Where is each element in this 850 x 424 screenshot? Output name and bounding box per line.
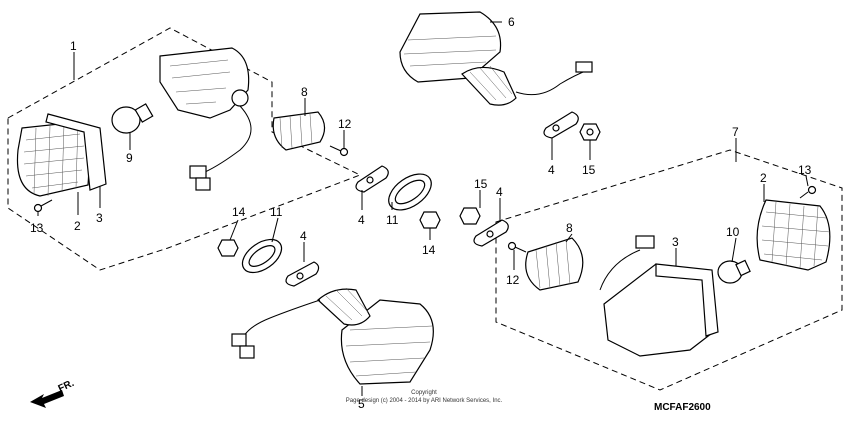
callout-4-center: 4 [358, 213, 365, 227]
assembly-1-boundary [7, 27, 362, 271]
plate-part-4-lower[interactable] [285, 261, 320, 287]
callout-11-center: 11 [386, 213, 399, 227]
callout-3-left: 3 [96, 211, 103, 225]
rubber-cover-part-8[interactable] [272, 111, 326, 151]
lens-part-2-left[interactable] [16, 121, 90, 197]
callout-2-right: 2 [760, 171, 767, 185]
screw-part-12-right[interactable] [507, 241, 527, 253]
housing-part-1[interactable] [159, 47, 252, 191]
housing-part-3-right[interactable] [599, 235, 719, 357]
callout-8: 8 [301, 85, 308, 99]
assembly-7-boundary [495, 149, 843, 391]
nut-part-14-center[interactable] [419, 211, 441, 229]
diagram-code: MCFAF2600 [654, 402, 711, 413]
callout-4-mid: 4 [496, 185, 503, 199]
callout-5: 5 [358, 397, 365, 411]
screw-part-13-right[interactable] [799, 185, 817, 199]
callout-4-lower: 4 [300, 229, 307, 243]
callout-3-right: 3 [672, 235, 679, 249]
copyright-line-1: Copyright [411, 390, 437, 396]
front-direction-arrow-icon [30, 390, 64, 408]
leader-lines [37, 21, 809, 396]
callout-14-center: 14 [422, 243, 436, 257]
nut-part-15-upper[interactable] [579, 123, 601, 141]
screw-part-13-left[interactable] [33, 199, 53, 213]
turn-signal-part-5[interactable] [231, 287, 434, 385]
plate-part-4-mid[interactable] [473, 219, 509, 247]
gasket-part-11-lower[interactable] [237, 233, 288, 280]
callout-7: 7 [732, 125, 739, 139]
callout-13-left: 13 [30, 221, 44, 235]
callout-1: 1 [70, 39, 77, 53]
plate-part-4-upper[interactable] [543, 111, 579, 139]
bulb-part-10[interactable] [717, 259, 751, 284]
lens-part-2-right[interactable] [756, 199, 831, 271]
front-direction-label: FR. [57, 378, 76, 395]
turn-signal-part-6[interactable] [399, 11, 593, 106]
callout-9: 9 [126, 151, 133, 165]
callout-8-right: 8 [566, 221, 573, 235]
callout-12-top: 12 [338, 117, 352, 131]
copyright-line-2: Page design (c) 2004 - 2014 by ARI Netwo… [346, 398, 503, 404]
gasket-part-3-left[interactable] [45, 113, 107, 191]
bulb-part-9[interactable] [111, 103, 154, 134]
callout-15-mid: 15 [474, 177, 488, 191]
callout-11-lower: 11 [270, 205, 283, 219]
nut-part-15-mid[interactable] [459, 207, 481, 225]
callout-6: 6 [508, 15, 515, 29]
callout-14-lower: 14 [232, 205, 246, 219]
plate-part-4-center[interactable] [355, 165, 389, 193]
callout-15-upper: 15 [582, 163, 596, 177]
nut-part-14-lower[interactable] [217, 239, 239, 257]
callout-4-upper: 4 [548, 163, 555, 177]
rubber-cover-part-8-right[interactable] [525, 237, 584, 291]
callout-13-right: 13 [798, 163, 812, 177]
screw-part-12-top[interactable] [329, 145, 349, 157]
callout-10: 10 [726, 225, 740, 239]
callout-2-left: 2 [74, 219, 81, 233]
gasket-part-11-center[interactable] [382, 167, 437, 217]
callout-12-right: 12 [506, 273, 520, 287]
